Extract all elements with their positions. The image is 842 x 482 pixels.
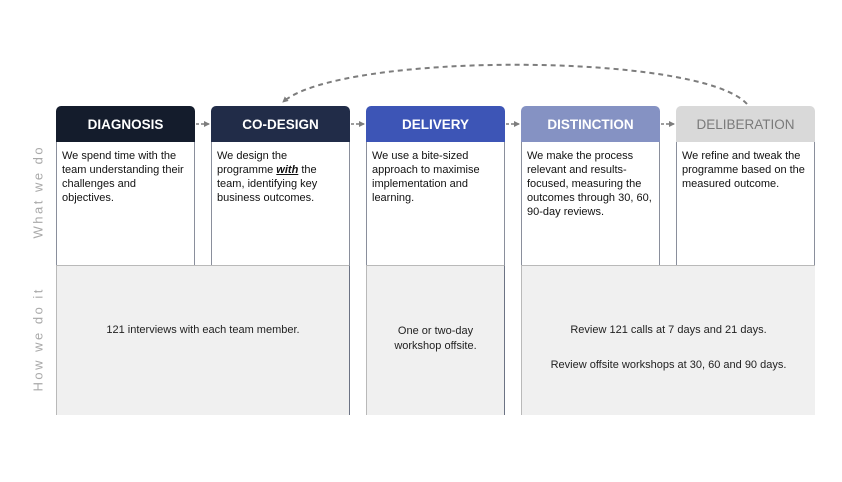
stage-delivery-header: DELIVERY [366, 106, 505, 142]
stage-deliberation-header: DELIBERATION [676, 106, 815, 142]
diagnosis-text: We spend time with the team understandin… [62, 150, 184, 204]
stage-delivery-description: We use a bite-sized approach to maximise… [366, 142, 505, 266]
workshop-text: One or two-day workshop offsite. [394, 325, 477, 352]
co-design-text-start: We design the programme [217, 150, 288, 176]
co-design-text-end: the team, identifying key business outco… [217, 164, 318, 204]
stage-distinction-title: DISTINCTION [547, 116, 634, 132]
stage-diagnosis-header: DIAGNOSIS [56, 106, 195, 142]
stage-deliberation-description: We refine and tweak the programme based … [676, 142, 815, 266]
stage-deliberation-title: DELIBERATION [696, 116, 795, 132]
stage-diagnosis-description: We spend time with the team understandin… [56, 142, 195, 266]
delivery-text: We use a bite-sized approach to maximise… [372, 150, 480, 204]
deliberation-text: We refine and tweak the programme based … [682, 150, 805, 190]
how-we-do-it-label: How we do it [30, 287, 46, 392]
review-calls-text: Review 121 calls at 7 days and 21 days. [570, 324, 767, 336]
how-panel-interviews: 121 interviews with each team member. [56, 265, 350, 415]
distinction-text: We make the process relevant and results… [527, 150, 652, 218]
stage-diagnosis-title: DIAGNOSIS [87, 116, 164, 132]
stage-co-design-header: CO-DESIGN [211, 106, 350, 142]
stage-co-design-title: CO-DESIGN [242, 116, 319, 132]
how-panel-reviews: Review 121 calls at 7 days and 21 days. … [521, 265, 815, 415]
what-we-do-label: What we do [30, 144, 46, 239]
how-panel-workshop: One or two-day workshop offsite. [366, 265, 505, 415]
stage-distinction-description: We make the process relevant and results… [521, 142, 660, 266]
review-workshops-text: Review offsite workshops at 30, 60 and 9… [550, 359, 787, 371]
stage-distinction-header: DISTINCTION [521, 106, 660, 142]
co-design-emphasis: with [276, 164, 299, 176]
interviews-text: 121 interviews with each team member. [106, 324, 300, 336]
feedback-loop-arrow [282, 63, 748, 105]
stage-co-design-description: We design the programme with the team, i… [211, 142, 350, 266]
stage-delivery-title: DELIVERY [401, 116, 469, 132]
